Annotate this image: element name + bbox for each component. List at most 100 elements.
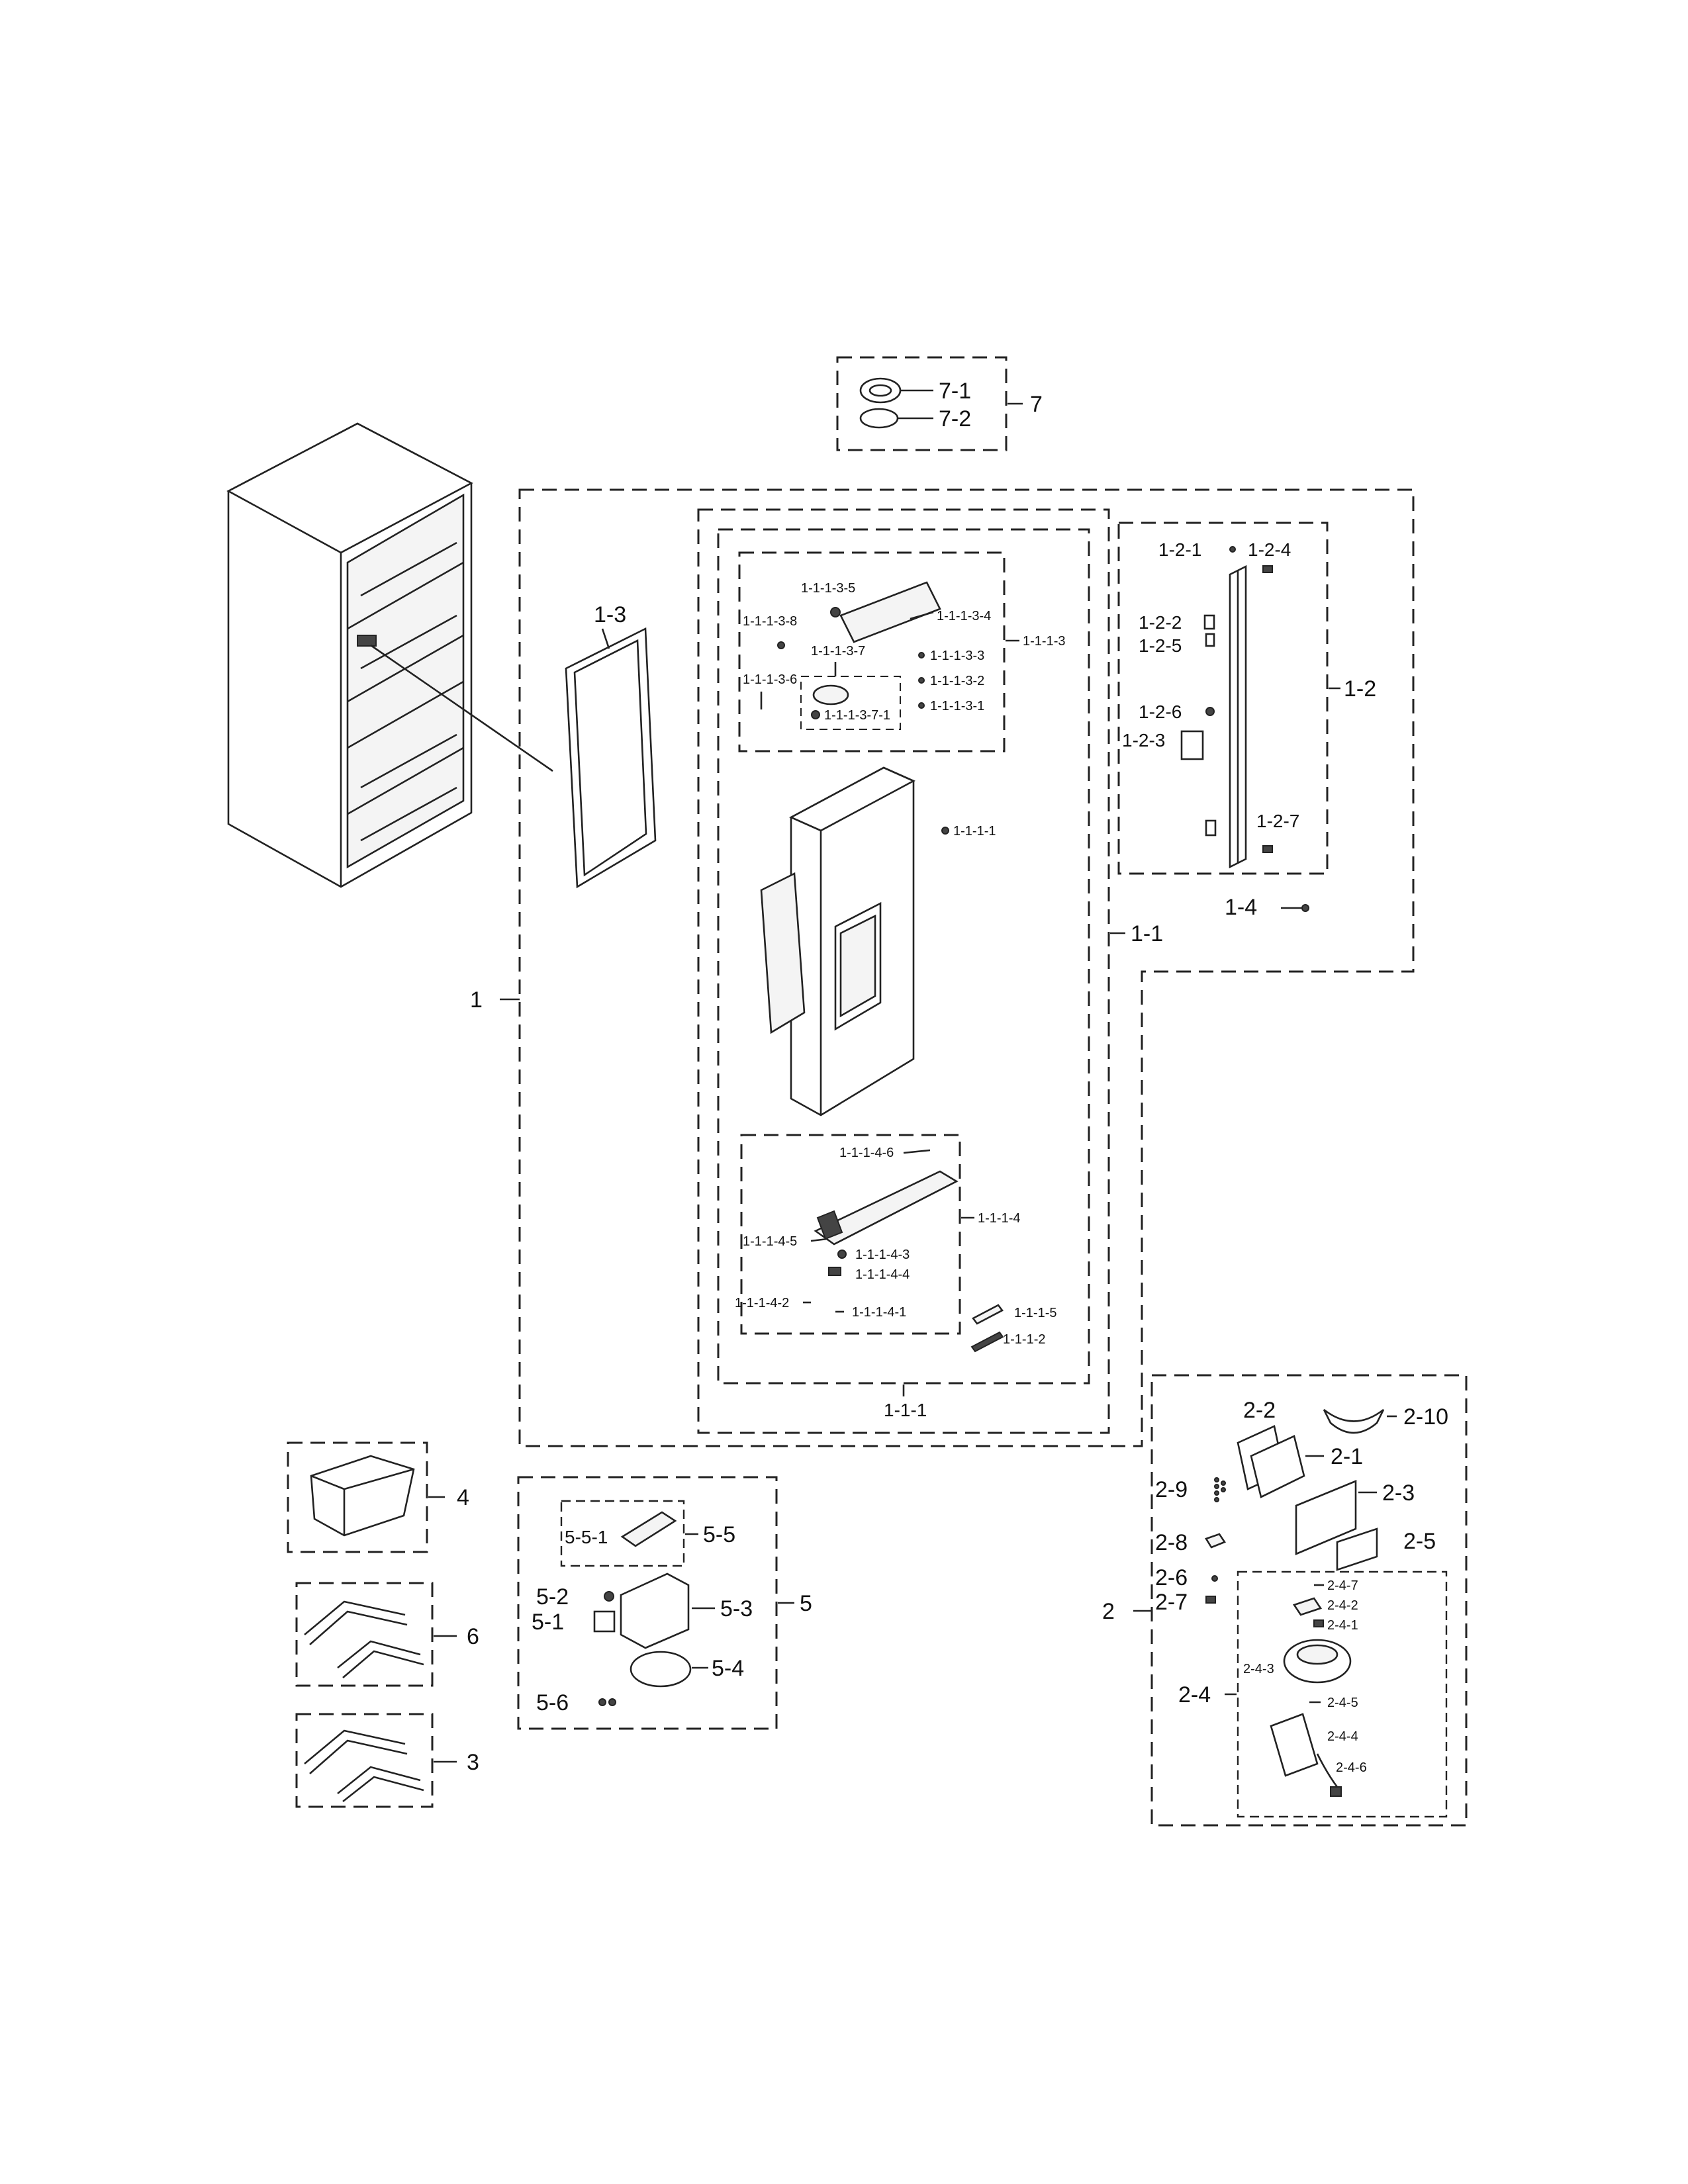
group-1-1-box [697,508,1110,1434]
door-gasket [565,627,657,889]
label-2-4-4: 2-4-4 [1327,1729,1358,1744]
part-2-4-2 [1292,1597,1323,1616]
label-1-1-1: 1-1-1 [884,1400,927,1420]
label-1-1-1-4-4: 1-1-1-4-4 [855,1267,910,1282]
label-2-1: 2-1 [1331,1444,1363,1469]
panel-plate [839,581,941,643]
housing-5-3 [620,1572,690,1649]
label-5-5: 5-5 [703,1522,735,1547]
bracket-1-1-1-3-7 [812,684,849,705]
label-1-3: 1-3 [594,602,626,627]
label-5: 5 [800,1591,812,1616]
label-1-2-4: 1-2-4 [1248,539,1291,560]
group-1-box [518,488,1415,1447]
label-1-1-1-3-6: 1-1-1-3-6 [743,672,797,687]
motor-5-1 [593,1610,616,1633]
panel-2-1 [1250,1435,1305,1498]
chute-2-4-4 [1270,1713,1319,1777]
knob-1-1-1-3-5 [830,607,841,617]
shelf-rail-3 [304,1729,406,1764]
door-bin-4 [310,1455,415,1537]
label-1-1-1-4-5: 1-1-1-4-5 [743,1234,797,1249]
switch-5-5-1 [620,1511,677,1547]
label-1-2-5: 1-2-5 [1139,635,1182,656]
wire-2-4-6 [1316,1753,1338,1788]
label-1-1-1-3-3: 1-1-1-3-3 [930,649,984,663]
label-2-10: 2-10 [1403,1404,1448,1430]
label-1-1-1-4-3: 1-1-1-4-3 [855,1248,910,1262]
label-5-4: 5-4 [712,1656,744,1681]
label-7-2: 7-2 [939,406,971,432]
label-2-9: 2-9 [1155,1477,1188,1502]
screws-2-9 [1214,1477,1226,1502]
plate-2-3 [1295,1480,1357,1555]
door-cap-top [814,1170,959,1246]
label-2-4-5: 2-4-5 [1327,1696,1358,1710]
group-5-box [517,1476,778,1730]
label-1-1-1-4: 1-1-1-4 [978,1211,1020,1226]
screw-1-4 [1301,904,1309,912]
label-1-1: 1-1 [1131,921,1163,946]
label-2-4-6: 2-4-6 [1336,1760,1367,1775]
group-3-box [295,1713,434,1808]
label-7-1: 7-1 [939,379,971,404]
group-2-4-box [1237,1570,1448,1818]
group-1-1-1-3-box [738,551,1006,752]
label-1-2-2: 1-2-2 [1139,612,1182,633]
label-1-1-1-5: 1-1-1-5 [1014,1306,1056,1320]
label-1-1-1-4-2: 1-1-1-4-2 [735,1296,789,1310]
label-2-4-1: 2-4-1 [1327,1618,1358,1633]
label-2-6: 2-6 [1155,1565,1188,1590]
trim-2-10 [1323,1408,1385,1434]
label-1-1-1-3-7: 1-1-1-3-7 [811,644,865,659]
handle-strip-1-1-1-5 [972,1304,1004,1325]
label-1-1-1-2: 1-1-1-2 [1003,1332,1045,1347]
label-1-2-1: 1-2-1 [1158,539,1201,560]
label-1-1-1-1: 1-1-1-1 [953,824,996,839]
label-1-4: 1-4 [1225,895,1257,920]
label-4: 4 [457,1485,469,1510]
group-1-1-1-3-7-box [800,676,901,730]
label-2-7: 2-7 [1155,1590,1188,1615]
label-5-2: 5-2 [536,1584,569,1610]
part-2-8 [1205,1533,1226,1549]
hinge-bracket-1-2-3 [1180,730,1204,760]
group-5-5-box [560,1500,685,1567]
group-7-box [836,356,1008,451]
cover-5-4 [630,1651,692,1688]
label-1-2-6: 1-2-6 [1139,702,1182,722]
group-1-1-1-4-box [740,1134,961,1335]
label-1-1-1-3-8: 1-1-1-3-8 [743,614,797,629]
label-1-1-1-3: 1-1-1-3 [1023,634,1065,649]
label-5-5-1: 5-5-1 [565,1527,608,1547]
label-5-6: 5-6 [536,1690,569,1715]
label-1-1-1-3-1: 1-1-1-3-1 [930,699,984,713]
label-5-3: 5-3 [720,1596,753,1621]
label-2-4-7: 2-4-7 [1327,1578,1358,1593]
label-2-4: 2-4 [1178,1682,1211,1707]
group-1-2-box [1117,522,1329,875]
handle-strip-1-1-1-2 [970,1331,1004,1353]
label-2-2: 2-2 [1243,1398,1276,1423]
label-1-1-1-4-6: 1-1-1-4-6 [839,1146,894,1160]
label-3: 3 [467,1750,479,1775]
label-1-1-1-3-4: 1-1-1-3-4 [937,609,991,623]
refrigerator-door [760,766,915,1116]
label-1-1-1-3-7-1: 1-1-1-3-7-1 [824,708,890,723]
label-2-8: 2-8 [1155,1530,1188,1555]
label-7: 7 [1030,392,1043,417]
refrigerator-cabinet [226,422,553,888]
label-1-1-1-3-5: 1-1-1-3-5 [801,581,855,596]
label-1-2-7: 1-2-7 [1256,811,1299,831]
label-1-2: 1-2 [1344,676,1376,702]
group-4-box [287,1441,428,1553]
group-1-1-1-box [717,528,1090,1385]
label-2: 2 [1102,1599,1115,1624]
label-5-1: 5-1 [532,1610,564,1635]
cap-part-7-2 [859,408,899,429]
label-2-3: 2-3 [1382,1480,1415,1506]
label-2-5: 2-5 [1403,1529,1436,1554]
label-2-4-2: 2-4-2 [1327,1598,1358,1613]
label-1-2-3: 1-2-3 [1122,730,1165,751]
